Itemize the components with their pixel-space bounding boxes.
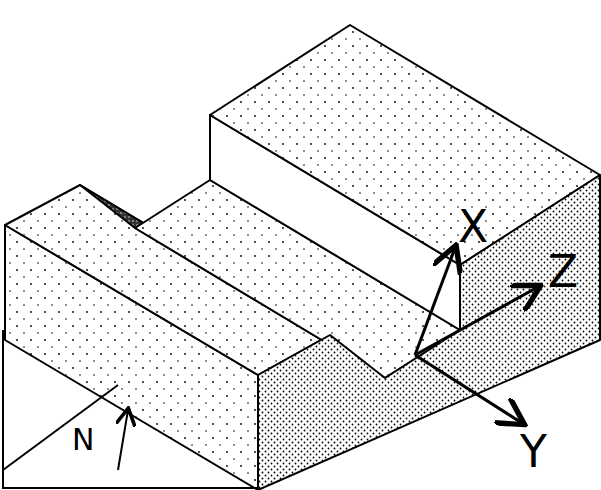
axis-label: Y bbox=[520, 430, 547, 474]
north-frame bbox=[3, 330, 258, 488]
axes bbox=[415, 248, 538, 423]
rock-block bbox=[5, 25, 600, 490]
north-box bbox=[3, 330, 258, 488]
axis-label: X bbox=[458, 205, 488, 249]
x-axis bbox=[415, 248, 455, 355]
axis-label: Z bbox=[548, 250, 578, 294]
north-frame-diagonal bbox=[3, 385, 118, 470]
north-arrow bbox=[118, 410, 128, 470]
z-axis bbox=[415, 287, 538, 355]
cross-section-face bbox=[258, 175, 600, 490]
north-label: N bbox=[72, 425, 94, 455]
y-axis bbox=[415, 355, 522, 423]
